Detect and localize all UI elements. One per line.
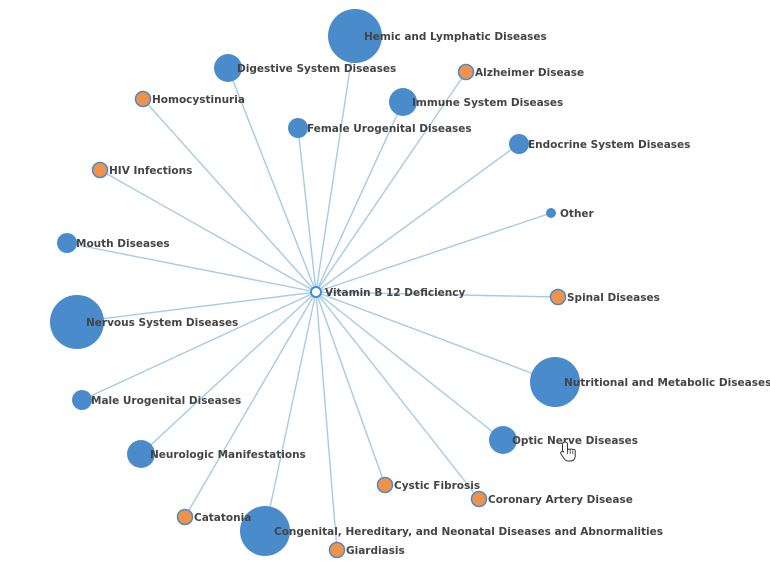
- node-spinal-diseases[interactable]: [549, 288, 567, 306]
- label-neurologic-manifestations: Neurologic Manifestations: [150, 449, 306, 461]
- link-congenital-hereditary-and-neonatal-diseases-and-abnormalities: [264, 291, 317, 532]
- link-nutritional-and-metabolic-diseases: [315, 291, 556, 383]
- node-coronary-artery-disease[interactable]: [470, 490, 488, 508]
- label-cystic-fibrosis: Cystic Fibrosis: [394, 480, 480, 492]
- node-nervous-system-diseases[interactable]: [50, 295, 104, 349]
- label-male-urogenital-diseases: Male Urogenital Diseases: [91, 395, 241, 407]
- link-cystic-fibrosis: [315, 291, 386, 486]
- graph-links: [66, 35, 559, 551]
- link-hemic-and-lymphatic-diseases: [315, 35, 356, 293]
- node-neurologic-manifestations[interactable]: [127, 440, 155, 468]
- link-optic-nerve-diseases: [315, 291, 504, 441]
- label-digestive-system-diseases: Digestive System Diseases: [237, 63, 396, 75]
- node-alzheimer-disease[interactable]: [457, 63, 475, 81]
- label-other: Other: [560, 208, 595, 220]
- label-catatonia: Catatonia: [194, 512, 251, 524]
- node-male-urogenital-diseases[interactable]: [72, 390, 92, 410]
- graph-nodes: [50, 9, 580, 559]
- label-nutritional-and-metabolic-diseases: Nutritional and Metabolic Diseases: [564, 377, 770, 389]
- link-hiv-infections: [99, 169, 317, 293]
- label-center: Vitamin B 12 Deficiency: [325, 287, 466, 299]
- label-hemic-and-lymphatic-diseases: Hemic and Lymphatic Diseases: [364, 31, 547, 43]
- label-immune-system-diseases: Immune System Diseases: [412, 97, 563, 109]
- link-catatonia: [184, 291, 317, 518]
- link-digestive-system-diseases: [227, 67, 317, 293]
- link-other: [315, 212, 552, 293]
- node-nutritional-and-metabolic-diseases[interactable]: [530, 357, 580, 407]
- node-endocrine-system-diseases[interactable]: [509, 134, 529, 154]
- node-digestive-system-diseases[interactable]: [214, 54, 242, 82]
- link-endocrine-system-diseases: [315, 143, 520, 293]
- node-mouth-diseases[interactable]: [57, 233, 77, 253]
- link-female-urogenital-diseases: [297, 127, 317, 293]
- link-giardiasis: [315, 291, 338, 551]
- label-optic-nerve-diseases: Optic Nerve Diseases: [512, 435, 638, 447]
- node-other[interactable]: [546, 208, 556, 218]
- node-congenital-hereditary-and-neonatal-diseases-and-abnormalities[interactable]: [240, 506, 290, 556]
- label-homocystinuria: Homocystinuria: [152, 94, 245, 106]
- label-spinal-diseases: Spinal Diseases: [567, 292, 660, 304]
- node-cystic-fibrosis[interactable]: [376, 476, 394, 494]
- label-nervous-system-diseases: Nervous System Diseases: [86, 317, 238, 329]
- label-hiv-infections: HIV Infections: [109, 165, 192, 177]
- node-female-urogenital-diseases[interactable]: [288, 118, 308, 138]
- link-male-urogenital-diseases: [81, 291, 317, 401]
- label-alzheimer-disease: Alzheimer Disease: [475, 67, 584, 79]
- label-mouth-diseases: Mouth Diseases: [76, 238, 170, 250]
- node-optic-nerve-diseases[interactable]: [489, 426, 517, 454]
- link-homocystinuria: [142, 98, 317, 293]
- link-nervous-system-diseases: [76, 291, 317, 323]
- link-coronary-artery-disease: [315, 291, 480, 500]
- link-spinal-diseases: [315, 291, 559, 298]
- link-mouth-diseases: [66, 242, 317, 293]
- node-center[interactable]: [310, 286, 322, 298]
- link-neurologic-manifestations: [140, 291, 317, 455]
- label-endocrine-system-diseases: Endocrine System Diseases: [528, 139, 690, 151]
- link-immune-system-diseases: [315, 101, 404, 293]
- node-catatonia[interactable]: [176, 508, 194, 526]
- node-hiv-infections[interactable]: [91, 161, 109, 179]
- label-congenital-hereditary-and-neonatal-diseases-and-abnormalities: Congenital, Hereditary, and Neonatal Dis…: [274, 526, 663, 538]
- link-alzheimer-disease: [315, 71, 467, 293]
- label-coronary-artery-disease: Coronary Artery Disease: [488, 494, 633, 506]
- label-giardiasis: Giardiasis: [346, 545, 405, 557]
- node-hemic-and-lymphatic-diseases[interactable]: [328, 9, 382, 63]
- node-immune-system-diseases[interactable]: [389, 88, 417, 116]
- node-homocystinuria[interactable]: [134, 90, 152, 108]
- label-female-urogenital-diseases: Female Urogenital Diseases: [307, 123, 472, 135]
- node-giardiasis[interactable]: [328, 541, 346, 559]
